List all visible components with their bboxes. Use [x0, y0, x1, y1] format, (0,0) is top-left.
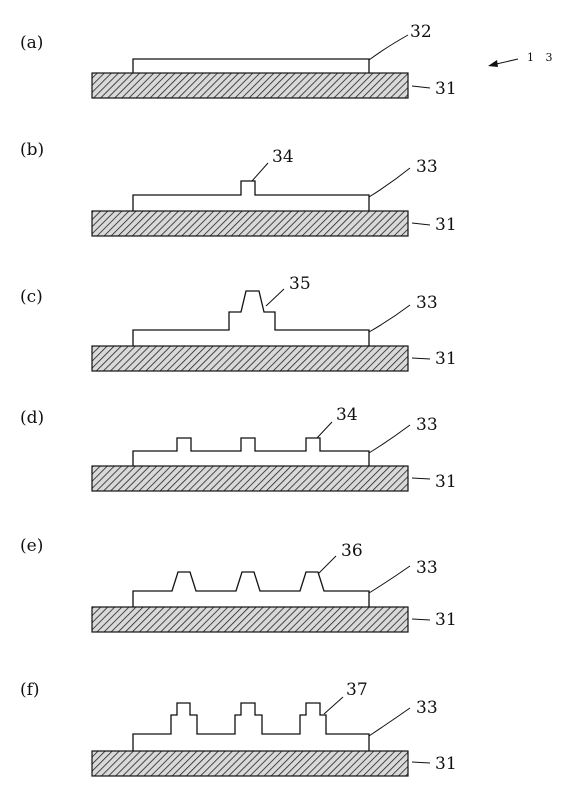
figure-ref-arrow — [488, 58, 519, 67]
ref-31-c: 31 — [435, 349, 457, 369]
leader-31-c — [411, 357, 431, 360]
leader-32 — [368, 34, 409, 61]
leader-34-d — [316, 421, 333, 439]
panel-label-c: (c) — [20, 287, 43, 307]
substrate-31-f — [91, 750, 409, 777]
substrate-31-a — [91, 72, 409, 99]
substrate-31-b — [91, 210, 409, 237]
figure-ref-label: 1 3 — [527, 51, 557, 64]
substrate-31-e — [91, 606, 409, 633]
ref-31-f: 31 — [435, 754, 457, 774]
layer-33-b — [132, 180, 370, 211]
layer-33-d — [132, 437, 370, 466]
leader-33-c — [368, 304, 411, 333]
leader-31-f — [411, 761, 431, 764]
leader-37 — [323, 696, 344, 715]
panel-label-b: (b) — [20, 140, 44, 160]
panel-label-f: (f) — [20, 680, 40, 700]
layer-33-e — [132, 571, 370, 607]
leader-33-b — [368, 167, 411, 198]
leader-31-a — [411, 85, 431, 89]
ref-34-b: 34 — [272, 147, 294, 167]
panel-label-e: (e) — [20, 536, 43, 556]
panel-b: (b) 34 33 31 — [20, 140, 457, 237]
panel-f: (f) 37 33 31 — [20, 680, 457, 777]
ref-33-f: 33 — [416, 698, 438, 718]
leader-33-d — [368, 424, 411, 454]
substrate-31-d — [91, 465, 409, 492]
leader-34-b — [251, 162, 269, 182]
ref-33-d: 33 — [416, 415, 438, 435]
panel-label-d: (d) — [20, 408, 44, 428]
ref-31-e: 31 — [435, 610, 457, 630]
ref-35: 35 — [289, 274, 311, 294]
leader-33-f — [368, 707, 411, 737]
layer-32 — [132, 58, 370, 73]
ref-31-d: 31 — [435, 472, 457, 492]
ref-31-a: 31 — [435, 79, 457, 99]
leader-31-e — [411, 618, 431, 621]
ref-31-b: 31 — [435, 215, 457, 235]
ref-32: 32 — [410, 22, 432, 42]
ref-36: 36 — [341, 541, 363, 561]
leader-31-b — [411, 222, 431, 226]
panel-label-a: (a) — [20, 33, 43, 53]
leader-35 — [265, 288, 285, 307]
ref-33-e: 33 — [416, 558, 438, 578]
ref-37: 37 — [346, 680, 368, 700]
leader-33-e — [368, 565, 411, 594]
layer-33-f — [132, 702, 370, 751]
layer-33-c — [132, 290, 370, 346]
panel-d: (d) 34 33 31 — [20, 405, 457, 492]
leader-31-d — [411, 477, 431, 480]
leader-36 — [317, 555, 337, 575]
ref-33-c: 33 — [416, 293, 438, 313]
panel-a: (a) 32 31 — [20, 22, 457, 99]
ref-34-d: 34 — [336, 405, 358, 425]
panel-c: (c) 35 33 31 — [20, 274, 457, 372]
panel-e: (e) 36 33 31 — [20, 536, 457, 633]
substrate-31-c — [91, 345, 409, 372]
ref-33-b: 33 — [416, 157, 438, 177]
